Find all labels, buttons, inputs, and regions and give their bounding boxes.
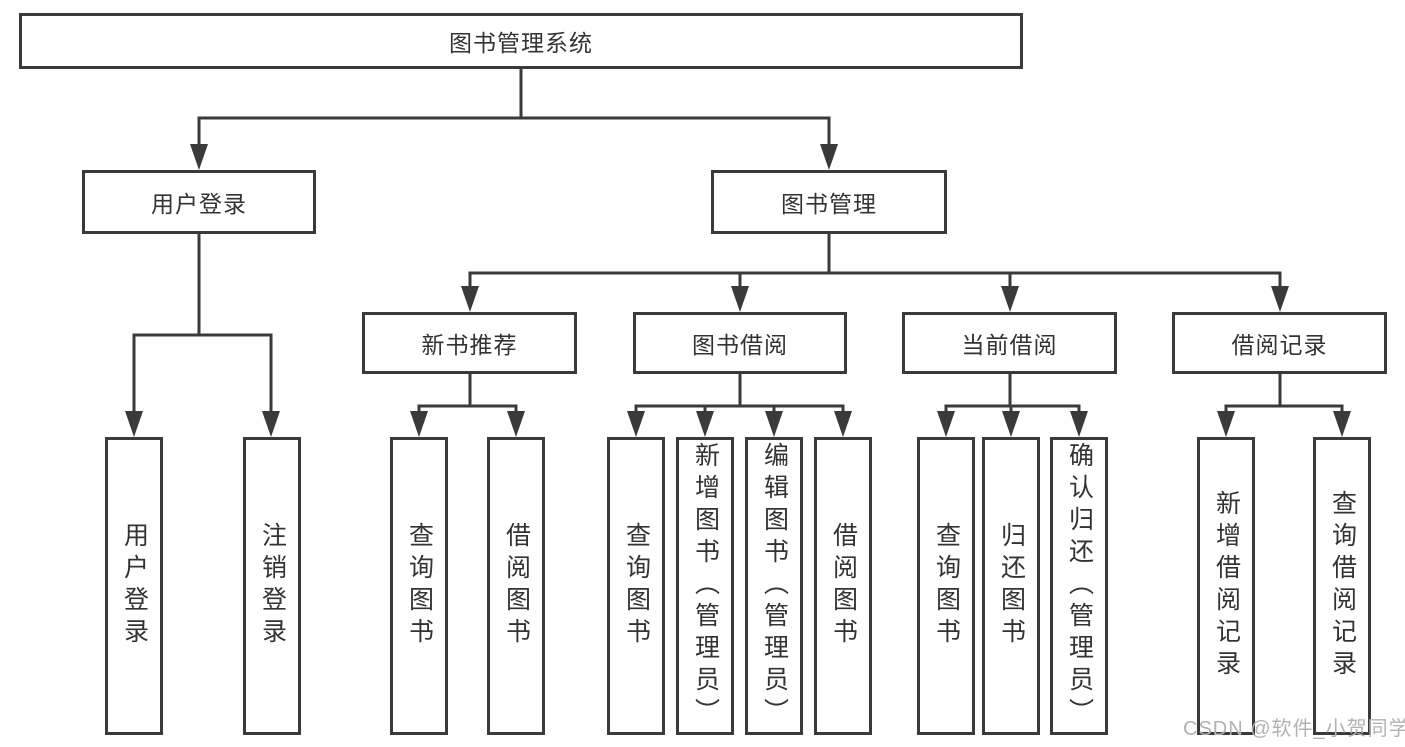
node-label: 查询图书 [405,522,434,650]
leaf-logout: 注销登录 [243,437,301,735]
connector-user-login [132,232,273,418]
node-label: 当前借阅 [961,332,1058,358]
leaf-borrow-books: 借阅图书 [814,437,872,735]
arrowhead [1002,411,1020,437]
node-book-management: 图书管理 [711,170,947,234]
arrowhead [731,286,749,312]
connector-book-borrow [634,372,845,418]
connector-current-borrow [944,372,1081,418]
node-label: 查询图书 [622,522,651,650]
leaf-query-books-current: 查询图书 [917,437,975,735]
arrowhead [1271,286,1289,312]
node-label: 编辑图书（管理员） [760,442,789,730]
arrowheads [125,144,1351,437]
node-label: 图书管理系统 [449,30,593,56]
leaf-user-login: 用户登录 [105,437,163,735]
arrowhead [1333,411,1351,437]
connector-borrow-records [1224,372,1344,418]
leaf-edit-book-admin: 编辑图书（管理员） [745,437,803,735]
leaf-add-borrow-record: 新增借阅记录 [1197,437,1255,735]
arrowhead [765,411,783,437]
node-label: 图书管理 [781,191,877,217]
node-label: 用户登录 [151,191,247,217]
arrowhead [834,411,852,437]
node-borrow-records: 借阅记录 [1172,312,1387,374]
connector-new-book-recommend [417,372,518,418]
arrowhead [627,411,645,437]
node-root: 图书管理系统 [19,13,1023,69]
connector-book-management [468,232,1282,293]
arrowhead [461,286,479,312]
node-user-login: 用户登录 [82,170,316,234]
node-label: 注销登录 [258,522,287,650]
arrowhead [125,411,143,437]
node-label: 借阅图书 [829,522,858,650]
node-label: 查询借阅记录 [1328,490,1357,682]
leaf-confirm-return-admin: 确认归还（管理员） [1050,437,1108,735]
leaf-borrow-books-recommend: 借阅图书 [487,437,545,735]
leaf-query-borrow-record: 查询借阅记录 [1313,437,1371,735]
node-current-borrow: 当前借阅 [902,312,1117,374]
arrowhead [937,411,955,437]
node-new-book-recommend: 新书推荐 [362,312,577,374]
node-label: 新书推荐 [421,332,518,358]
arrowhead [410,411,428,437]
arrowhead [1070,411,1088,437]
node-label: 借阅图书 [502,522,531,650]
leaf-query-books-recommend: 查询图书 [390,437,448,735]
arrowhead [190,144,208,170]
arrowhead [696,411,714,437]
node-label: 新增借阅记录 [1212,490,1241,682]
connector-root [197,67,831,152]
leaf-add-book-admin: 新增图书（管理员） [676,437,734,735]
csdn-watermark: CSDN @软件_小贺同学 [1183,718,1405,740]
arrowhead [1001,286,1019,312]
node-book-borrow: 图书借阅 [633,312,847,374]
node-label: 查询图书 [932,522,961,650]
leaf-return-book: 归还图书 [982,437,1040,735]
node-label: 借阅记录 [1231,332,1328,358]
arrowhead [820,144,838,170]
node-label: 新增图书（管理员） [691,442,720,730]
node-label: 图书借阅 [692,332,788,358]
leaf-query-books-borrow: 查询图书 [607,437,665,735]
arrowhead [262,411,280,437]
node-label: 归还图书 [997,522,1026,650]
arrowhead [1217,411,1235,437]
node-label: 确认归还（管理员） [1065,442,1094,730]
arrowhead [507,411,525,437]
node-label: 用户登录 [120,522,149,650]
